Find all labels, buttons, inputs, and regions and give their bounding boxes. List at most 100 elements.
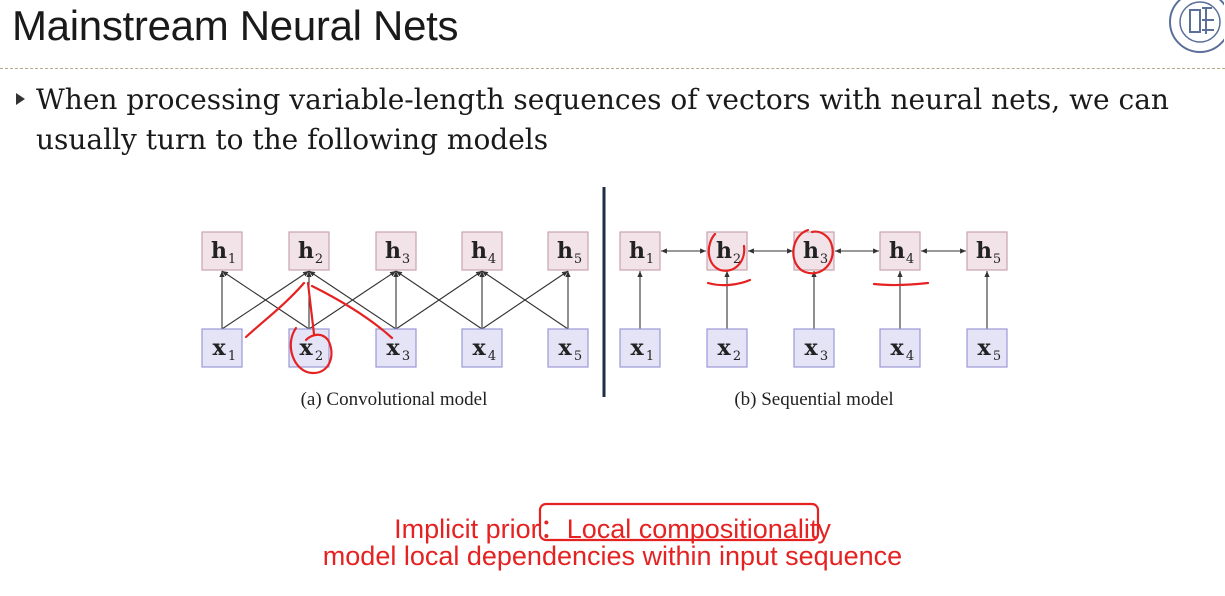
conv-h4-label: h: [471, 238, 487, 264]
seq-h4-label: h: [889, 238, 905, 264]
seq-h4-subscript: 4: [906, 252, 914, 267]
conv-x5-subscript: 5: [574, 349, 582, 364]
conv-x3-box: [375, 328, 417, 368]
conv-x1-label: x: [212, 335, 226, 361]
implicit-prior-prefix: Implicit prior：: [394, 514, 567, 544]
seq-x3-subscript: 3: [820, 349, 828, 364]
annotation-underline-h2: [706, 278, 752, 287]
handwritten-annotations: [244, 228, 930, 542]
seq-h1-box: [619, 231, 661, 271]
seq-x5-box: [966, 328, 1008, 368]
annotation-stroke-conv-left: [244, 281, 306, 339]
bullet-arrow-icon: [16, 93, 25, 105]
conv-h5-label: h: [557, 238, 573, 264]
seq-x1-subscript: 1: [646, 349, 654, 364]
conv-caption: (a) Convolutional model: [301, 389, 488, 410]
seq-edges: [637, 248, 990, 329]
conv-x2-label: x: [299, 335, 313, 361]
seq-x3-box: [793, 328, 835, 368]
conv-edge-x4-h3: [395, 270, 483, 330]
seq-h5-subscript: 5: [993, 252, 1001, 267]
seq-x5-subscript: 5: [993, 349, 1001, 364]
conv-x4-label: x: [472, 335, 486, 361]
seq-x2-subscript: 2: [733, 349, 741, 364]
seq-x3-label: x: [804, 335, 818, 361]
seq-h5-label: h: [976, 238, 992, 264]
conv-h3-subscript: 3: [402, 252, 410, 267]
conv-h4-subscript: 4: [488, 252, 496, 267]
seq-x1-label: x: [630, 335, 644, 361]
seq-h4-box: [879, 231, 921, 271]
seq-x1-box: [619, 328, 661, 368]
conv-edges: [219, 270, 571, 330]
conv-x4-subscript: 4: [488, 349, 496, 364]
seq-h1-label: h: [629, 238, 645, 264]
annotation-circle-x2: [289, 326, 333, 375]
implicit-prior-note: Implicit prior：Local compositionality: [0, 507, 1225, 546]
annotation-stroke-conv-right: [310, 284, 394, 340]
bullet-text: When processing variable-length sequence…: [36, 83, 1169, 156]
conv-edge-x3-h2: [308, 270, 397, 330]
page-title: Mainstream Neural Nets: [12, 2, 459, 49]
university-seal-icon: [1169, 0, 1224, 53]
seq-h2-label: h: [716, 238, 732, 264]
conv-x2-subscript: 2: [315, 349, 323, 364]
annotation-circle-h3: [792, 228, 834, 275]
seq-x4-subscript: 4: [906, 349, 914, 364]
local-dependencies-note: model local dependencies within input se…: [322, 541, 903, 571]
annotation-underline-h4: [872, 281, 930, 287]
conv-x5-label: x: [558, 335, 572, 361]
conv-x3-label: x: [386, 335, 400, 361]
conv-edge-x2-h1: [221, 270, 310, 330]
conv-h3-box: [375, 231, 417, 271]
conv-x1-box: [201, 328, 243, 368]
conv-h1-box: [201, 231, 243, 271]
conv-h3-label: h: [385, 238, 401, 264]
implicit-prior-highlight: Local compositionality: [566, 514, 831, 544]
seq-h3-label: h: [803, 238, 819, 264]
conv-h4-box: [461, 231, 503, 271]
conv-x1-subscript: 1: [228, 349, 236, 364]
seq-x4-box: [879, 328, 921, 368]
annotation-circle-h2: [707, 232, 746, 272]
conv-h2-label: h: [298, 238, 314, 264]
title-divider: [0, 68, 1225, 69]
conv-h2-subscript: 2: [315, 252, 323, 267]
seq-x5-label: x: [977, 335, 991, 361]
conv-x4-box: [461, 328, 503, 368]
conv-h5-subscript: 5: [574, 252, 582, 267]
seq-x2-label: x: [717, 335, 731, 361]
conv-h5-box: [547, 231, 589, 271]
conv-edge-x5-h4: [481, 270, 569, 330]
seq-h1-subscript: 1: [646, 252, 654, 267]
seq-h5-box: [966, 231, 1008, 271]
seq-caption: (b) Sequential model: [734, 389, 893, 410]
conv-x3-subscript: 3: [402, 349, 410, 364]
annotation-box-local: [538, 502, 820, 542]
seq-h3-subscript: 3: [820, 252, 828, 267]
conv-h2-box: [288, 231, 330, 271]
conv-h1-subscript: 1: [228, 252, 236, 267]
seq-h2-subscript: 2: [733, 252, 741, 267]
